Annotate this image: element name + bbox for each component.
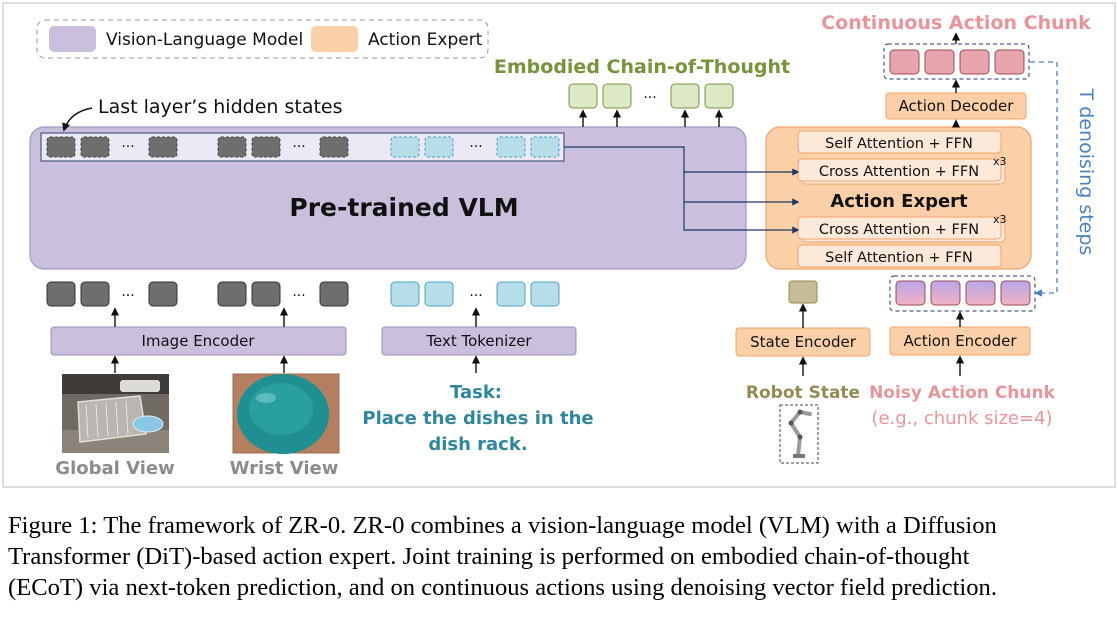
image-token [148,281,178,307]
image-token [251,281,281,307]
hidden-state-token [80,136,110,158]
caption-line: (ECoT) via next-token prediction, and on… [8,574,997,601]
ellipsis: ··· [469,288,482,304]
continuous-action-token [994,49,1025,75]
noisy-action-token [895,280,926,306]
noisy-action-token [930,280,961,306]
continuous-action-token [924,49,955,75]
image-encoder-box [50,326,347,356]
global-view-label: Global View [55,458,174,479]
self-attention-bottom [797,244,1002,268]
framework-diagram: Vision-Language Model Action Expert Pre-… [2,2,1116,488]
continuous-action-token [889,49,920,75]
repeat-count: x3 [993,213,1007,226]
task-label: Task: [450,382,502,403]
caption-line: Transformer (DiT)-based action expert. J… [8,543,970,570]
legend: Vision-Language Model Action Expert [36,19,489,59]
action-encoder-label: Action Encoder [903,332,1017,350]
figure-caption: Figure 1: The framework of ZR-0. ZR-0 co… [8,510,1116,603]
ecot-token [602,83,632,109]
ellipsis: ··· [121,288,134,304]
wrist-view-label: Wrist View [230,458,339,479]
noisy-action-token [965,280,996,306]
continuous-chunk-frame [883,43,1030,80]
continuous-chunk-label: Continuous Action Chunk [821,12,1091,34]
self-attention-top-label: Self Attention + FFN [825,136,973,152]
legend-expert-swatch [311,26,358,52]
hidden-states-label: Last layer’s hidden states [98,96,343,118]
hidden-states-bar [40,132,565,162]
ellipsis: ··· [121,139,134,155]
self-attention-top [797,130,1002,154]
ellipsis: ··· [469,139,482,155]
text-token [424,281,454,307]
vlm-to-cross-attention-connector [564,146,800,176]
hidden-state-token [217,136,247,158]
hidden-state-token [251,136,281,158]
hidden-state-token [496,136,526,158]
state-token [788,280,818,304]
hidden-state-token [390,136,420,158]
legend-vlm-label: Vision-Language Model [106,30,303,50]
continuous-action-token [959,49,990,75]
text-tokenizer-label: Text Tokenizer [425,332,532,350]
text-token [530,281,560,307]
vlm-to-cross-attention-connector [683,172,800,234]
text-tokenizer-box [381,326,577,356]
hidden-state-token [319,136,349,158]
wrist-view-image [232,373,340,454]
ellipsis: ··· [292,288,305,304]
vlm-title: Pre-trained VLM [289,193,518,222]
ellipsis: ··· [643,90,656,106]
text-token [390,281,420,307]
noisy-chunk-frame [889,275,1036,312]
caption-line: Figure 1: The framework of ZR-0. ZR-0 co… [8,512,997,539]
denoising-loop [1030,61,1058,297]
noisy-action-token [1000,280,1031,306]
repeat-count: x3 [993,155,1007,168]
legend-box [36,19,489,59]
action-decoder-label: Action Decoder [899,97,1015,115]
chunk-size-note: (e.g., chunk size=4) [871,408,1052,429]
hidden-state-token [46,136,76,158]
hidden-state-token [148,136,178,158]
task-instruction-line1: Place the dishes in the [362,408,593,429]
image-token [80,281,110,307]
figure-border [2,2,1116,488]
global-view-image [62,374,169,453]
ecot-tokens: ··· [568,83,734,127]
legend-expert-label: Action Expert [368,30,483,50]
action-expert-title: Action Expert [830,191,968,212]
text-tokens: ··· [390,281,560,307]
image-token [46,281,76,307]
noisy-chunk-label: Noisy Action Chunk [869,383,1056,403]
ecot-token [670,83,700,109]
hidden-state-token [530,136,560,158]
hidden-states-pointer [62,107,93,132]
cross-attention-top-label: Cross Attention + FFN [819,164,979,180]
self-attention-bottom-label: Self Attention + FFN [825,250,973,266]
hidden-state-token [424,136,454,158]
ecot-label: Embodied Chain-of-Thought [494,56,790,78]
image-encoder-label: Image Encoder [141,332,255,350]
ellipsis: ··· [292,139,305,155]
text-token [496,281,526,307]
task-instruction-line2: dish rack. [428,434,527,455]
vlm-block [29,126,747,270]
cross-attention-bottom-label: Cross Attention + FFN [819,222,979,238]
image-token [319,281,349,307]
robot-arm-image [779,404,819,464]
ecot-token [568,83,598,109]
ecot-token [704,83,734,109]
robot-state-label: Robot State [746,383,860,403]
image-tokens: ··· ··· [46,281,349,307]
denoising-label: T denoising steps [1075,88,1097,256]
state-encoder-label: State Encoder [750,333,857,351]
hidden-states-strip: ··· ··· ··· [40,132,565,162]
image-token [217,281,247,307]
legend-vlm-swatch [49,26,96,52]
